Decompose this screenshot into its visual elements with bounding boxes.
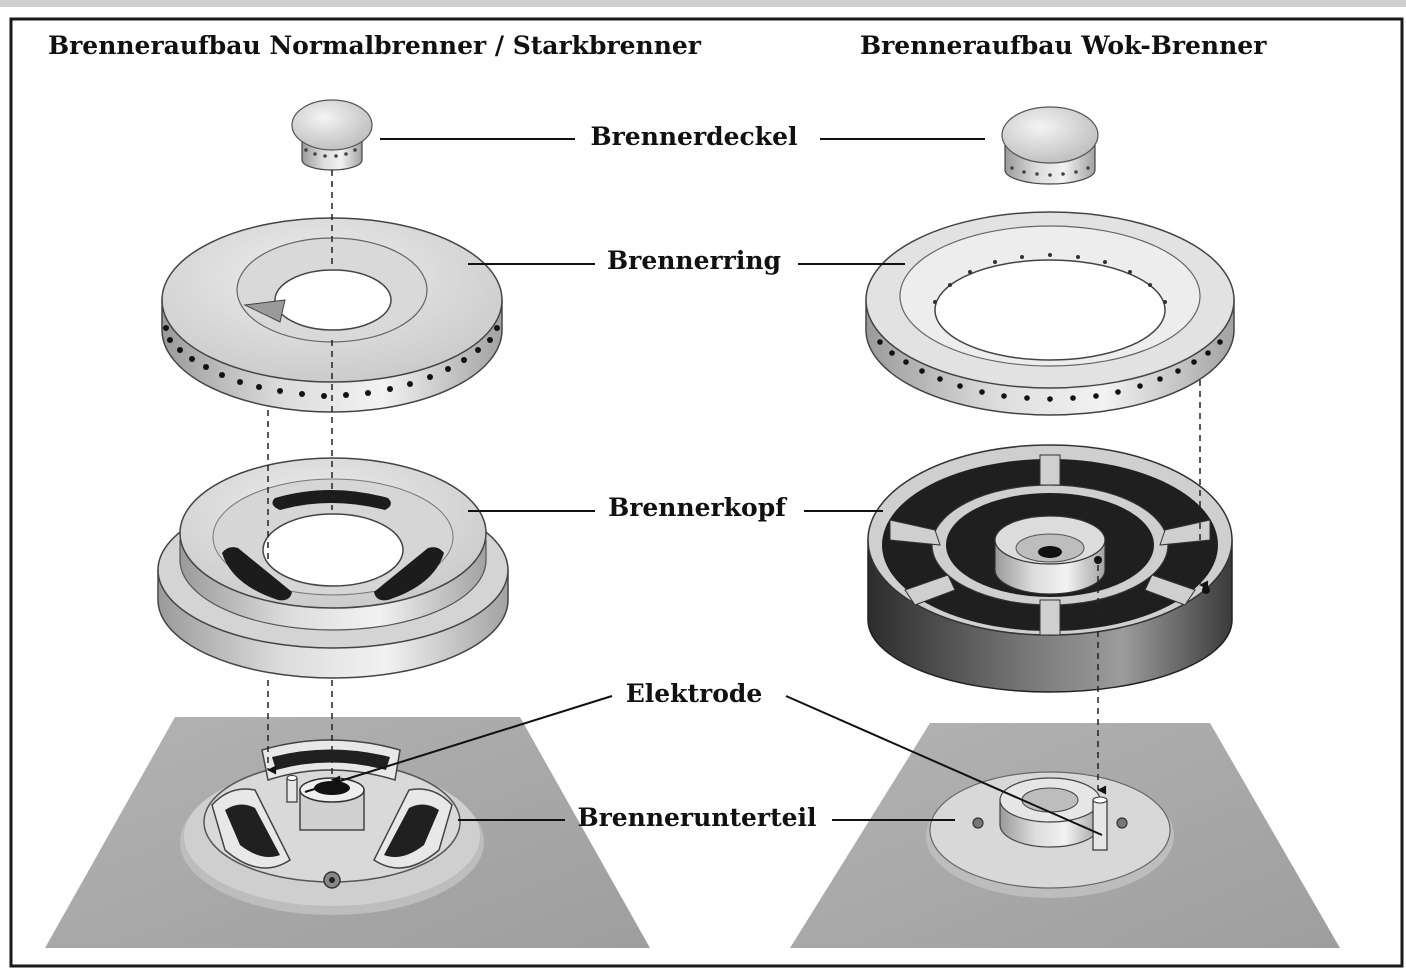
labels: Brennerdeckel Brennerring Brennerkopf El… [304,122,1103,836]
label-brennerkopf: Brennerkopf [608,493,788,522]
left-burner-head [157,457,509,679]
top-bar [0,0,1406,7]
left-burner-base [203,739,461,889]
right-burner-head [867,444,1233,693]
normal-burner-assembly [45,99,650,948]
right-burner-base [972,777,1128,851]
left-burner-ring [161,217,503,413]
label-brennerring: Brennerring [607,246,781,275]
title-normal-burner: Brenneraufbau Normalbrenner / Starkbrenn… [48,31,702,60]
label-brennerunterteil: Brennerunterteil [577,803,816,832]
title-wok-burner: Brenneraufbau Wok-Brenner [860,31,1267,60]
right-burner-cap [1001,106,1099,185]
left-burner-cap [291,99,373,171]
label-brennerdeckel: Brennerdeckel [591,122,798,151]
wok-burner-assembly [790,106,1340,948]
label-elektrode: Elektrode [626,679,763,708]
right-burner-ring [865,211,1235,416]
